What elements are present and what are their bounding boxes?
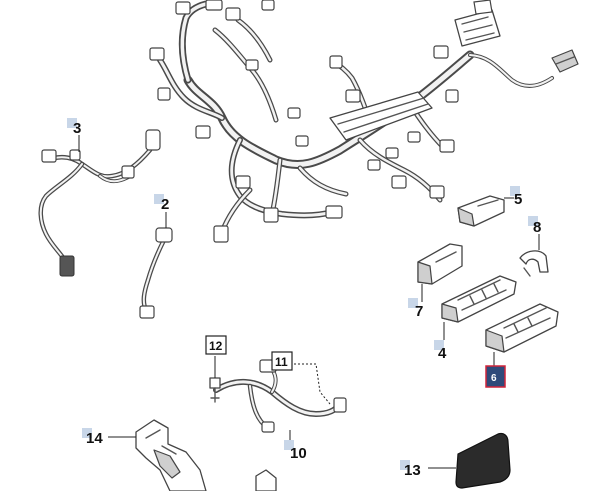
callout-13[interactable]: 13 xyxy=(400,460,421,479)
callout-5[interactable]: 5 xyxy=(510,186,522,208)
callout-11[interactable]: 11 xyxy=(271,351,293,371)
callout-label: 11 xyxy=(275,355,288,369)
harness-part-3[interactable] xyxy=(38,129,161,277)
callout-12[interactable]: 12 xyxy=(205,335,227,355)
cover-part-13[interactable] xyxy=(455,432,511,489)
harness-part-2[interactable] xyxy=(139,227,173,319)
callout-label: 6 xyxy=(491,373,497,384)
callout-label: 7 xyxy=(415,303,423,320)
clip-part-8[interactable] xyxy=(519,250,549,277)
callout-6[interactable]: 6 xyxy=(485,365,506,388)
callout-10[interactable]: 10 xyxy=(284,440,307,462)
leader-11 xyxy=(294,363,331,405)
callout-label: 8 xyxy=(533,219,541,236)
callout-label: 4 xyxy=(438,345,447,362)
bracket-part-7[interactable] xyxy=(417,243,463,285)
bracket-part-5[interactable] xyxy=(457,195,505,227)
callout-label: 2 xyxy=(161,196,169,213)
callout-8[interactable]: 8 xyxy=(528,216,541,236)
callout-14[interactable]: 14 xyxy=(82,428,103,447)
callout-label: 5 xyxy=(514,191,522,208)
bracket-part-14[interactable] xyxy=(135,419,277,491)
callout-label: 3 xyxy=(73,120,81,137)
callout-label: 12 xyxy=(209,339,223,353)
callout-3[interactable]: 3 xyxy=(67,118,81,137)
callout-2[interactable]: 2 xyxy=(154,194,169,213)
callout-label: 13 xyxy=(404,462,421,479)
callout-label: 14 xyxy=(86,430,103,447)
callout-7[interactable]: 7 xyxy=(408,298,423,320)
callout-4[interactable]: 4 xyxy=(434,340,447,362)
channel-part-6[interactable] xyxy=(485,303,559,353)
channel-part-4[interactable] xyxy=(441,275,517,323)
harness-part-10[interactable] xyxy=(213,359,347,433)
callout-label: 10 xyxy=(290,445,307,462)
main-wiring-harness[interactable] xyxy=(149,0,579,243)
